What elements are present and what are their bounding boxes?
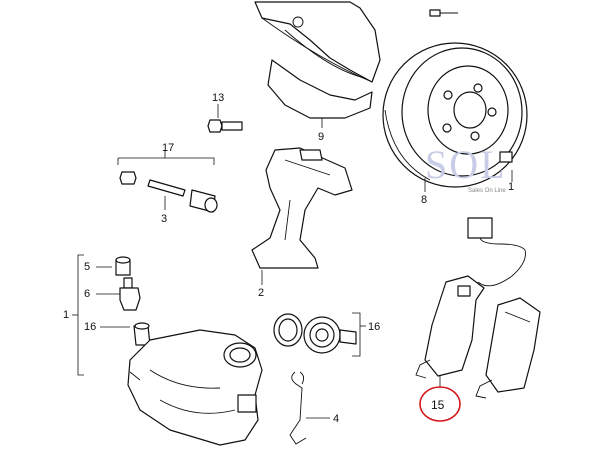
callout-9: 9 [318,131,324,143]
callout-8: 8 [421,194,427,206]
callout-4: 4 [333,413,339,425]
callout-3: 3 [161,213,167,225]
callout-17: 17 [162,142,174,154]
brake-disc [382,42,528,192]
guide-pin-group [117,150,218,213]
callout-1-left: 1 [63,309,69,321]
retaining-spring [289,371,330,445]
callout-1-right: 1 [508,181,514,193]
wear-sensor [467,217,526,287]
caliper-housing [127,329,263,446]
callout-2: 2 [258,287,264,299]
callout-16-left: 16 [84,321,96,333]
bleed-screw [119,277,141,311]
callout-5: 5 [84,261,90,273]
callout-6: 6 [84,288,90,300]
callout-16-right: 16 [368,321,380,333]
part-15-highlight-circle [419,386,461,422]
callout-15: 15 [431,398,445,412]
bolt-13 [207,104,243,133]
logo-mark: SOL [425,142,507,187]
piston-seal-kit [273,312,366,357]
sol-logo: SOL Sales On Line [425,142,507,194]
logo-tagline: Sales On Line [468,188,506,194]
splash-shield [254,1,458,128]
bleed-cap [115,256,131,276]
brake-pad-set [415,275,541,399]
callout-13: 13 [212,92,224,104]
carrier-bracket [251,147,353,285]
group-1-bracket [77,254,84,376]
